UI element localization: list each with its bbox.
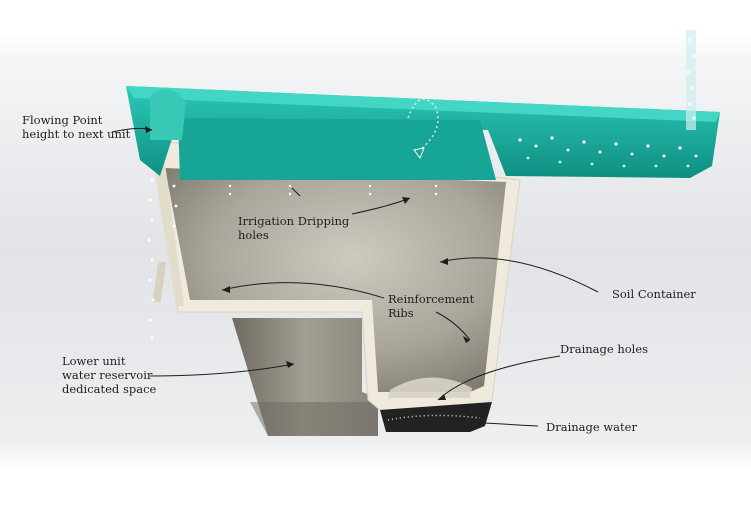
reinforcement-rib xyxy=(152,262,167,302)
label-flowing-point: Flowing Point height to next unit xyxy=(22,113,131,141)
label-drainage-water: Drainage water xyxy=(546,420,637,434)
dripping-holes xyxy=(228,184,438,196)
leader-irrigation xyxy=(291,187,301,197)
incoming-water-stream xyxy=(686,30,696,130)
leader-drainage-water xyxy=(469,421,539,427)
leader-arrowheads xyxy=(145,126,470,400)
circulation-arrowhead xyxy=(413,147,425,160)
circulation-arrow xyxy=(407,98,439,151)
leader-soil xyxy=(439,257,599,293)
tray-rim xyxy=(126,86,720,122)
label-drainage-holes: Drainage holes xyxy=(560,342,649,356)
soil-container-interior xyxy=(165,168,506,392)
drainage-water xyxy=(380,402,492,432)
lower-block-shadow xyxy=(250,402,378,436)
drainage-water-bubbles xyxy=(387,414,481,421)
leader-drainage-holes xyxy=(437,355,561,401)
label-lower-unit: Lower unit water reservoir dedicated spa… xyxy=(62,354,157,396)
label-reinforcement-ribs: Reinforcement Ribs xyxy=(388,292,475,320)
label-irrigation-dripping: Irrigation Dripping holes xyxy=(238,214,350,242)
leader-lower-unit xyxy=(149,363,295,377)
leader-ribs-right xyxy=(435,311,471,341)
tray-water xyxy=(518,136,698,168)
tray-inner-edge xyxy=(178,118,496,180)
tray-lip xyxy=(150,89,186,140)
leader-ribs-left xyxy=(221,282,385,299)
label-soil-container: Soil Container xyxy=(612,287,696,301)
overflow-water-stream xyxy=(147,178,178,340)
drainage-bowl xyxy=(388,377,472,398)
left-wall-channel xyxy=(150,140,184,306)
